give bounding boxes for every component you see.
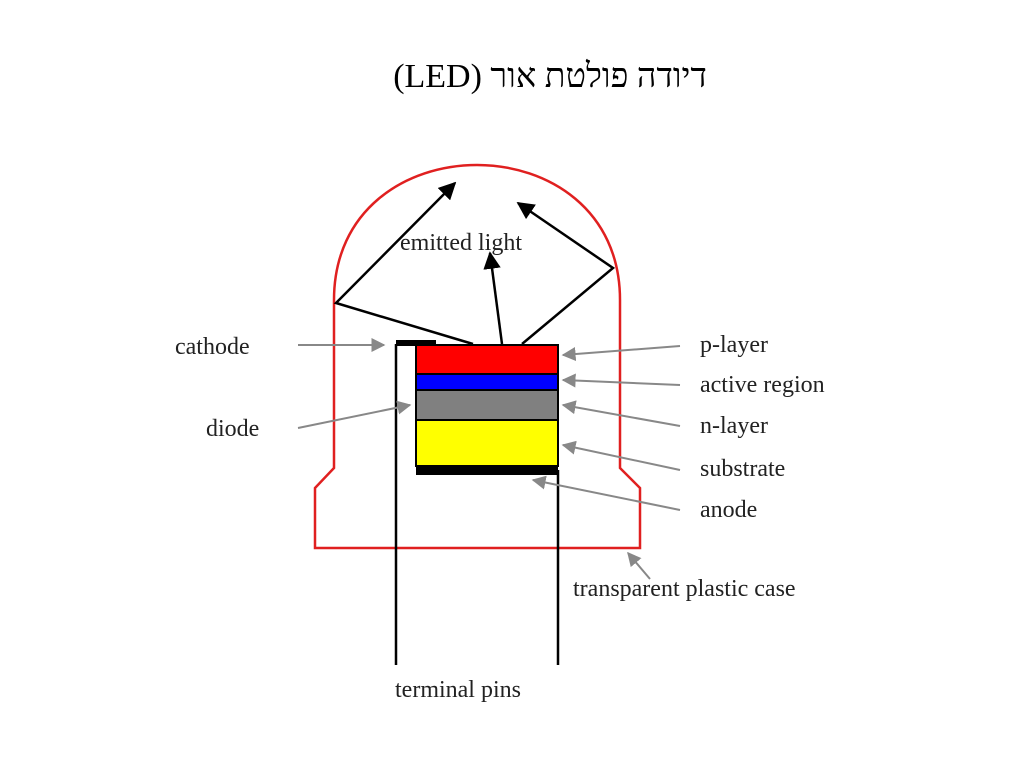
substrate-label: substrate [700,456,785,482]
emitted-light-label: emitted light [400,230,522,256]
cathode-contact [396,340,436,346]
plastic-case-outline [313,163,642,550]
terminal-pins-label: terminal pins [395,677,521,703]
p-layer-label: p-layer [700,332,768,358]
emitted-light-rays [333,181,616,346]
anode-label: anode [700,497,757,523]
cathode-label: cathode [175,334,250,360]
slide-title: דיודה פולטת אור (LED) [393,58,707,95]
substrate [415,419,559,467]
n-layer [415,389,559,421]
p-layer [415,344,559,375]
n-layer-label: n-layer [700,413,768,439]
label-pointers [297,338,681,580]
active-region [415,373,559,391]
case-label: transparent plastic case [573,576,796,602]
diode-label: diode [206,416,259,442]
anode-contact [416,466,558,475]
active-region-label: active region [700,372,825,398]
